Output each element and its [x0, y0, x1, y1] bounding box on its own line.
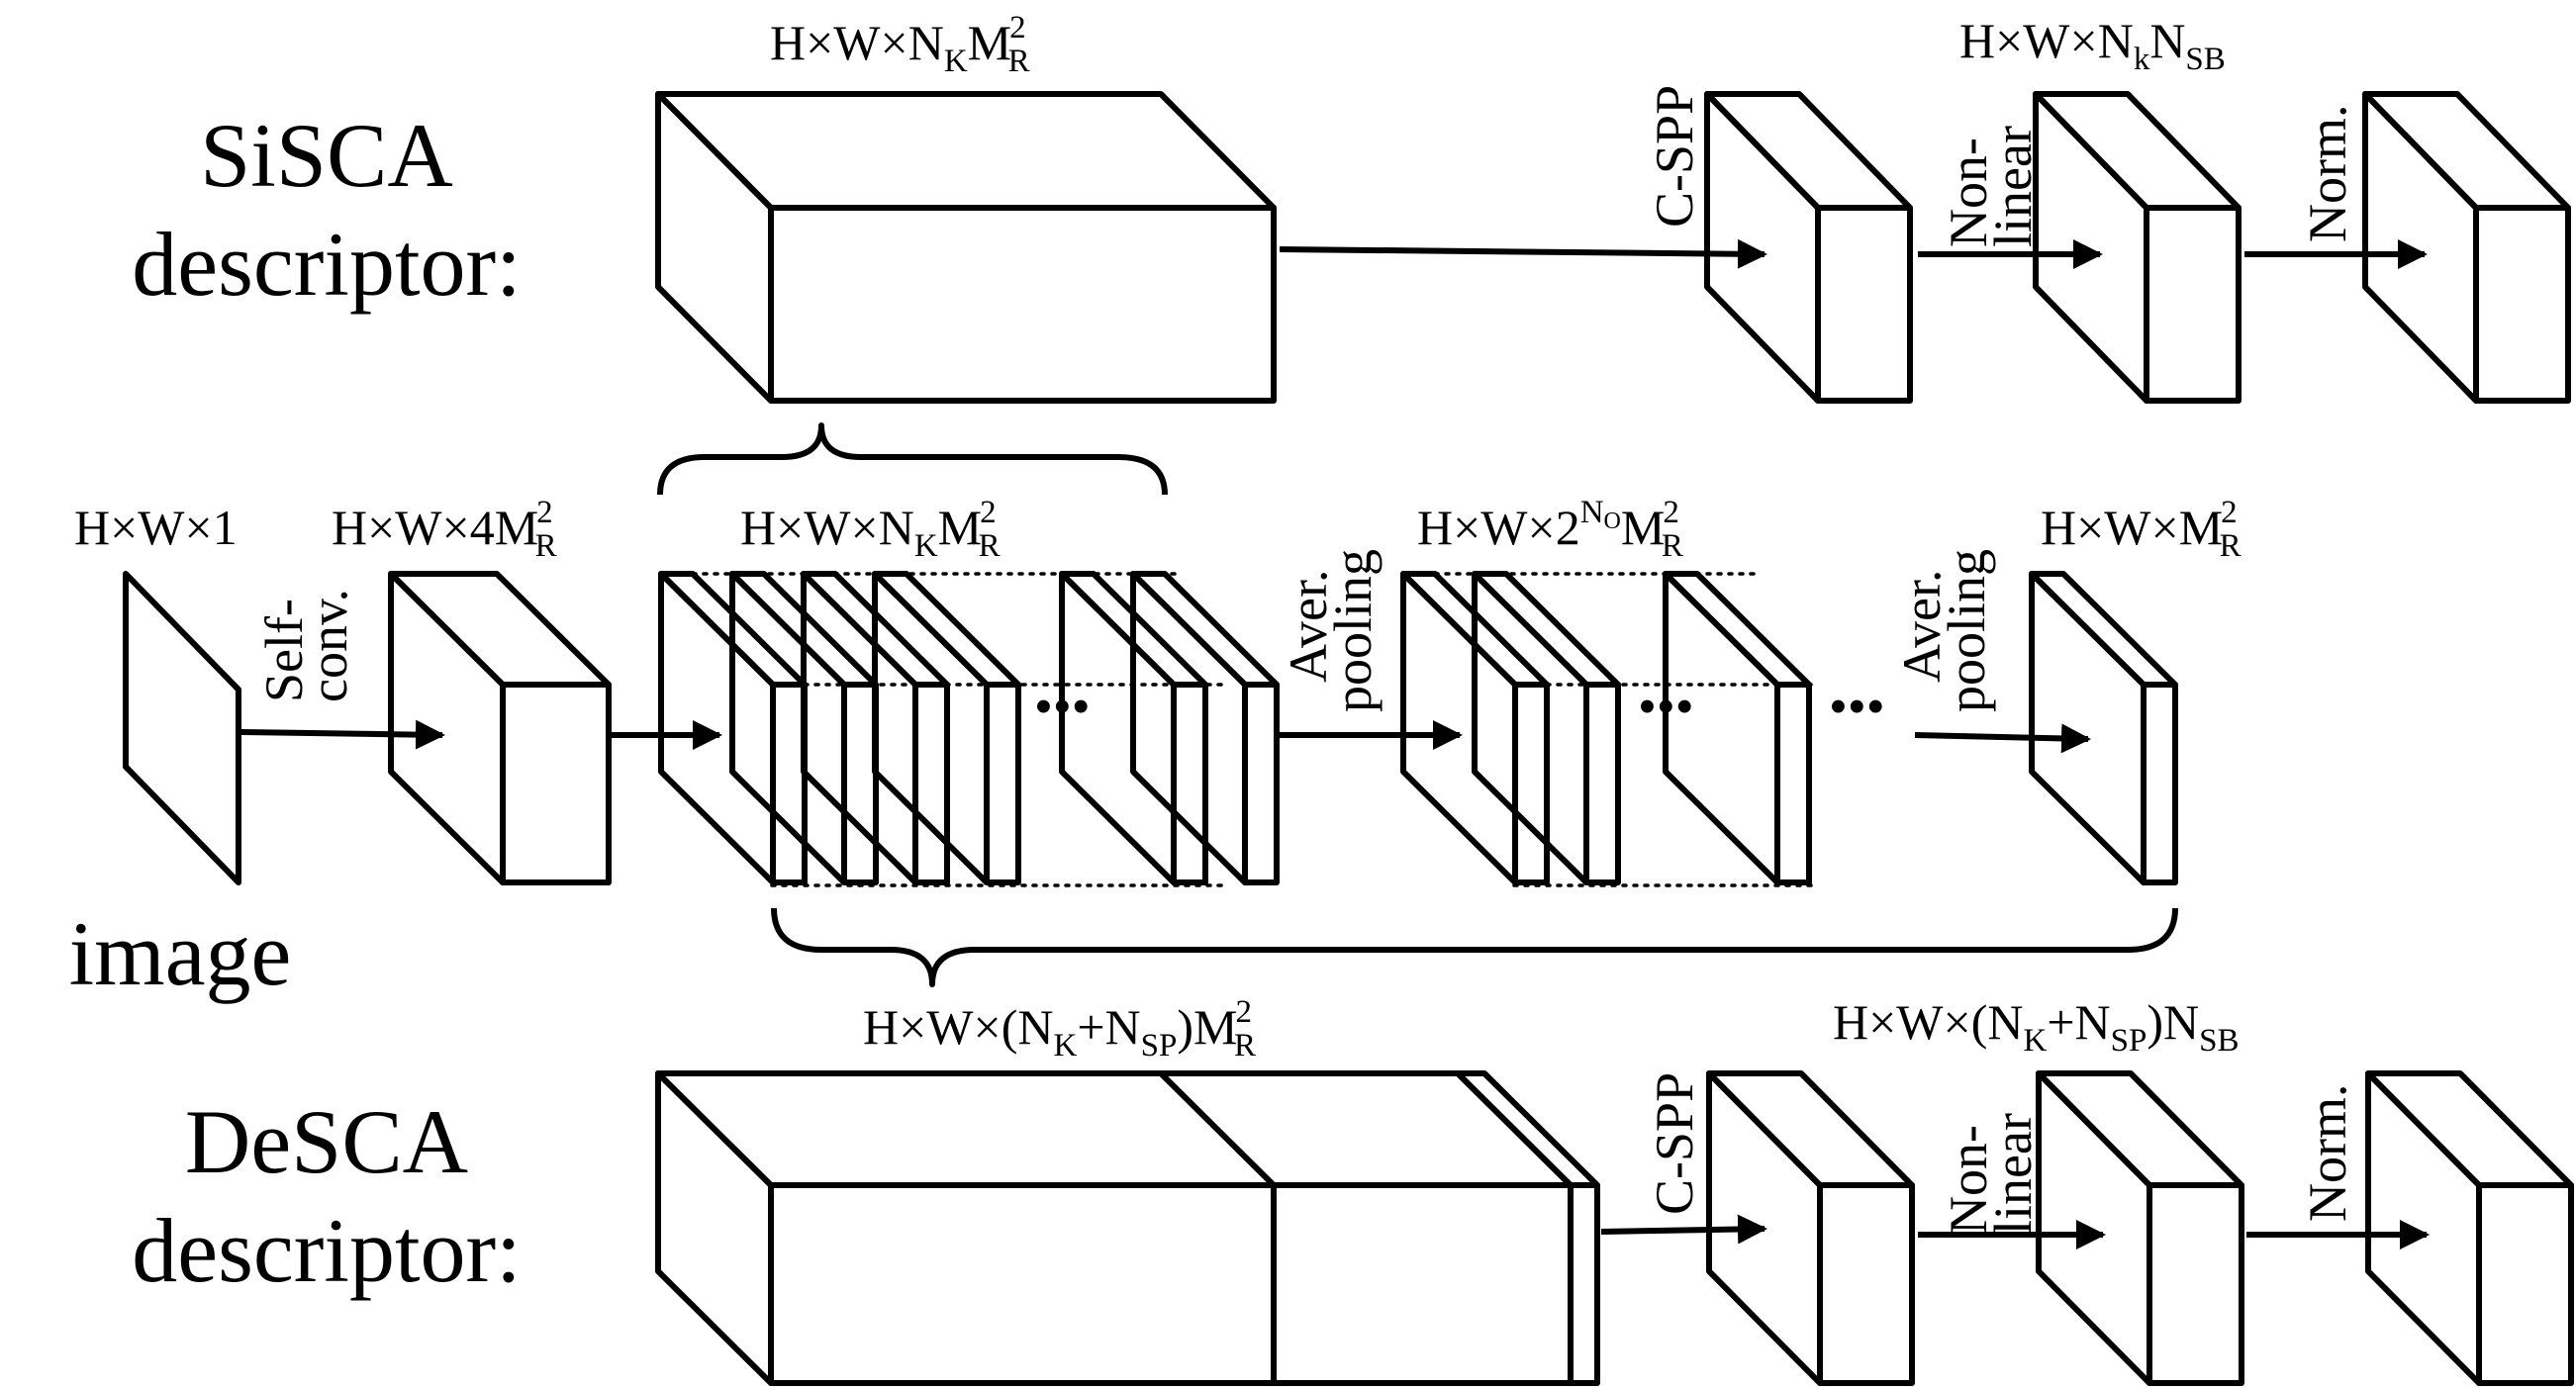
sisca-output-dimension: H×W×NkNSB [1959, 13, 2226, 77]
desca-norm-label: Norm. [2298, 1084, 2357, 1222]
feature-slice [872, 571, 1021, 885]
final-pooled-slice [2029, 571, 2178, 885]
pool2-label-2: pooling [1937, 549, 1996, 712]
selfconv-label-1: Self- [254, 599, 314, 702]
desca-cspp-label: C-SPP [1645, 1072, 1704, 1215]
arrow-image-to-selfconv [239, 719, 445, 750]
arrow-to-pool2 [1914, 723, 2091, 754]
selfconv-block [388, 571, 612, 885]
sisca-title: SiSCA [200, 105, 453, 206]
desca-nonlinear-block [2036, 1070, 2244, 1386]
feature-slice [801, 571, 950, 885]
desca-title: DeSCA [185, 1091, 468, 1192]
sisca-subtitle: descriptor: [132, 214, 521, 315]
image-label: image [69, 903, 292, 1004]
pooled-slice [1663, 571, 1812, 885]
sisca-nonlinear-label-2: linear [1983, 126, 2043, 247]
input-dimension: H×W×1 [74, 500, 238, 555]
pooled-slice [1400, 571, 1550, 885]
feature-slice [1130, 571, 1280, 885]
desca-connector-arrow [1600, 1214, 1767, 1245]
desca-output-dimension: H×W×(NK+NSP)NSB [1833, 994, 2239, 1059]
sisca-nonlinear-block [2033, 91, 2242, 404]
pool1-label-2: pooling [1323, 549, 1383, 712]
desca-norm-block [2365, 1070, 2574, 1386]
pooled-slice [1472, 571, 1621, 885]
between-pools-ellipsis: ••• [1829, 677, 1885, 736]
sisca-connector-arrow [1279, 238, 1767, 269]
feature-slice [1059, 571, 1208, 885]
sisca-norm-block [2362, 91, 2571, 404]
desca-subtitle: descriptor: [132, 1200, 521, 1301]
pool2-label-1: Aver. [1892, 570, 1952, 683]
desca-cspp-block [1706, 1070, 1915, 1386]
sisca-cspp-label: C-SPP [1645, 85, 1704, 228]
desca-nonlinear-label-1: Non- [1939, 1125, 1998, 1235]
pool1-label-1: Aver. [1279, 570, 1338, 683]
desca-feature-block [655, 1070, 1600, 1386]
desca-nonlinear-label-2: linear [1983, 1113, 2043, 1235]
bottom-brace [771, 907, 2178, 987]
sisca-cspp-block [1704, 91, 1913, 404]
selfconv-label-2: conv. [299, 589, 358, 702]
sisca-feature-block [655, 91, 1277, 404]
sisca-nonlinear-label-1: Non- [1939, 138, 1998, 247]
top-brace [657, 422, 1168, 496]
input-image-plane [123, 571, 241, 885]
sisca-norm-label: Norm. [2298, 105, 2357, 242]
